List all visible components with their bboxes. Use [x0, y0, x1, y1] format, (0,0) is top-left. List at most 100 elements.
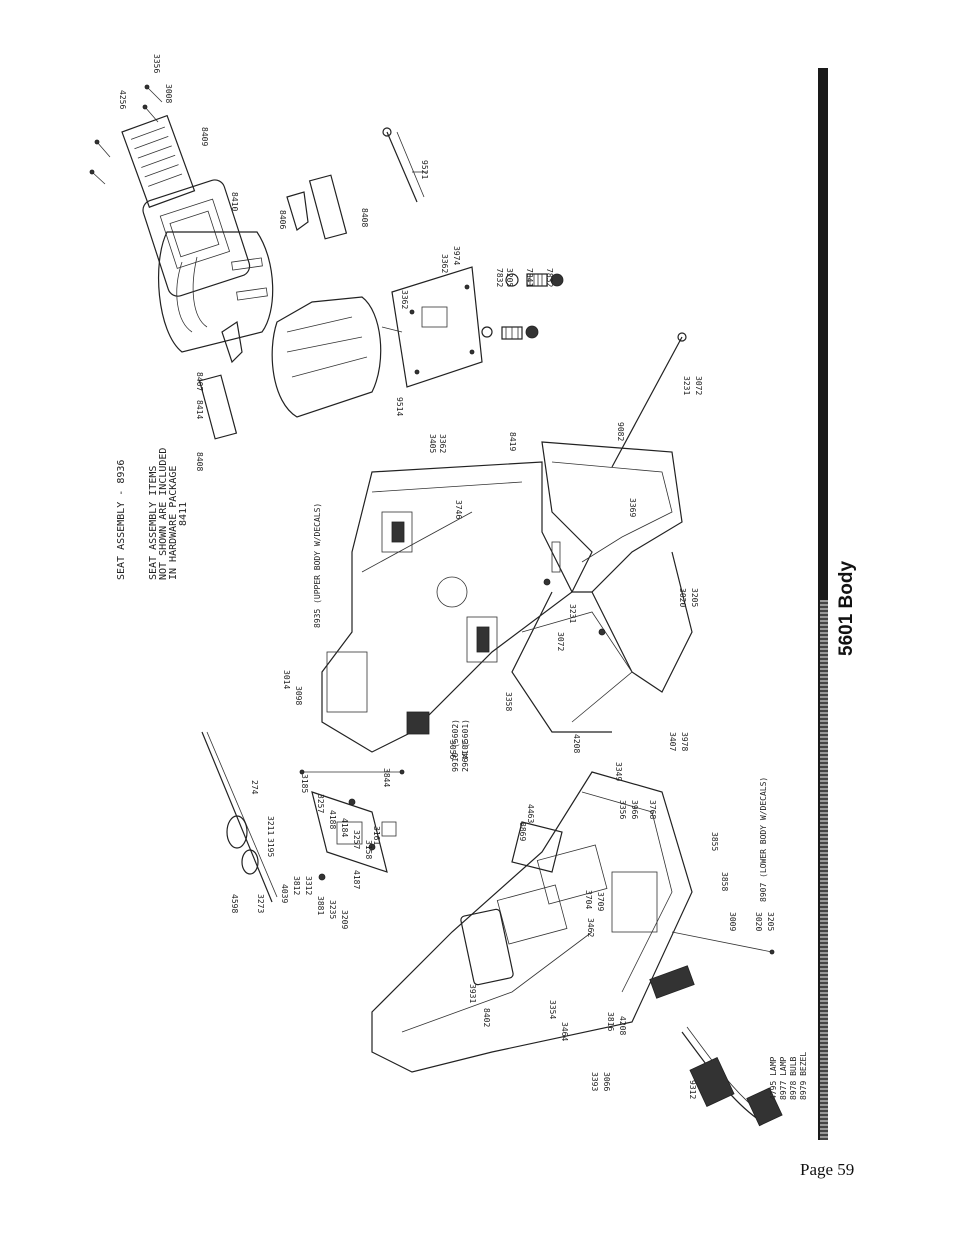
seat-spring-assembly — [481, 273, 564, 340]
part-label: 3009 — [728, 912, 737, 931]
part-label: 3746 — [454, 500, 463, 519]
armrest-left — [198, 374, 238, 440]
part-label: 3312 — [304, 876, 313, 895]
page-number: Page 59 — [800, 1160, 855, 1179]
tie-rod — [611, 336, 683, 468]
part-label: 3356 — [152, 54, 161, 73]
part-label: 4188 — [328, 810, 337, 829]
section-title: 5601 Body — [836, 560, 857, 656]
exploded-parts-diagram: 4256 3356 3008 8409 8410 8406 8408 8407 … — [89, 54, 808, 1127]
part-label: 3978 — [680, 732, 689, 751]
part-label: 8406 — [278, 210, 287, 229]
part-label: 3362 — [400, 290, 409, 309]
part-label: 3812 — [292, 876, 301, 895]
part-label: 274 — [250, 780, 259, 795]
part-label: 3844 — [382, 768, 391, 787]
lower-front-panel — [511, 591, 612, 733]
part-label: 3158 — [364, 840, 373, 859]
part-label: 9521 — [420, 160, 429, 179]
part-label: 3393 — [590, 1072, 599, 1091]
part-label: 3014 — [460, 740, 469, 759]
upper-body-shell — [321, 461, 573, 753]
armrest-bracket-right — [286, 191, 309, 231]
part-label: 3235 — [328, 900, 337, 919]
seat-back-plate — [121, 114, 196, 208]
part-label: 3462 — [586, 918, 595, 937]
part-label: 3358 — [504, 692, 513, 711]
part-label: 3858 — [720, 872, 729, 891]
body-2964-label: 2964 (5601) — [461, 719, 470, 772]
armrest-right — [308, 174, 348, 240]
part-label: 3356 — [618, 800, 627, 819]
part-label: 3273 — [256, 894, 265, 913]
seat-bottom-cushion — [271, 296, 382, 418]
part-label: 3709 — [596, 892, 605, 911]
part-label: 8410 — [230, 192, 239, 211]
lower-body — [371, 771, 783, 1127]
part-label: 4208 — [572, 734, 581, 753]
part-label: 4187 — [352, 870, 361, 889]
part-label: 3211 — [266, 816, 275, 835]
part-label: 3056 — [448, 740, 457, 759]
section-title-strip — [820, 600, 828, 1140]
part-label: 3205 — [505, 268, 514, 287]
part-label: 3816 — [606, 1012, 615, 1031]
part-label: 3768 — [648, 800, 657, 819]
armrest-bracket-left — [221, 320, 243, 364]
lamp-label-1: 4795 LAMP — [769, 1056, 778, 1100]
part-label: 3855 — [710, 832, 719, 851]
part-label: 8869 — [518, 822, 527, 841]
front-bumper-frame — [511, 332, 693, 733]
part-label: 3195 — [266, 838, 275, 857]
lower-body-shell — [371, 771, 693, 1073]
upper-body — [321, 461, 573, 753]
part-label: 3205 — [766, 912, 775, 931]
part-label: 3205 — [690, 588, 699, 607]
seat-assembly — [89, 84, 564, 440]
seat-mount-plate — [391, 266, 483, 388]
upper-body-label: 8935 (UPPER BODY W/DECALS) — [313, 503, 322, 628]
part-label: 3231 — [568, 604, 577, 623]
lamp-label-2: 8977 LAMP — [779, 1056, 788, 1100]
seat-items-note-line2: NOT SHOWN ARE INCLUDED — [158, 448, 169, 580]
footrest-pad — [460, 908, 514, 986]
part-label: 8408 — [360, 208, 369, 227]
part-label: 3362 — [438, 434, 447, 453]
part-label: 3362 — [440, 254, 449, 273]
lamp-label-3: 8978 BULB — [789, 1056, 798, 1100]
part-label: 3349 — [614, 762, 623, 781]
part-label: 3257 — [352, 830, 361, 849]
part-label: 4039 — [280, 884, 289, 903]
part-label: 4463 — [526, 804, 535, 823]
part-label: 3161 — [372, 826, 381, 845]
part-label: 3098 — [294, 686, 303, 705]
part-label: 4256 — [118, 90, 127, 109]
part-label: 3407 — [668, 732, 677, 751]
part-label: 3209 — [340, 910, 349, 929]
seat-items-note-line1: SEAT ASSEMBLY ITEMS — [148, 466, 159, 580]
part-label: 3931 — [468, 984, 477, 1003]
upper-body-panel — [326, 651, 368, 713]
part-label: 3072 — [694, 376, 703, 395]
drawing-sheet — [72, 32, 854, 1144]
part-label: 3014 — [282, 670, 291, 689]
part-labels: 4256 3356 3008 8409 8410 8406 8408 8407 … — [118, 54, 775, 1099]
lower-body-label: 8907 (LOWER BODY W/DECALS) — [759, 777, 768, 902]
seat-items-note-line4: 8411 — [178, 502, 189, 526]
hood-badge — [381, 511, 413, 553]
part-label: 4208 — [618, 1016, 627, 1035]
part-label: 3974 — [452, 246, 461, 265]
part-label: 3464 — [560, 1022, 569, 1041]
part-label: 3881 — [316, 896, 325, 915]
part-label: 3405 — [428, 434, 437, 453]
part-label: 8419 — [508, 432, 517, 451]
assembly-notes: SEAT ASSEMBLY - 8936 SEAT ASSEMBLY ITEMS… — [116, 448, 808, 1100]
control-linkage — [201, 731, 405, 903]
fuel-cap — [436, 576, 468, 608]
part-label: 3020 — [754, 912, 763, 931]
part-label: 8414 — [195, 400, 204, 419]
part-label: 3185 — [300, 774, 309, 793]
part-label: 3020 — [678, 588, 687, 607]
part-label: 4184 — [340, 818, 349, 837]
body-9910-label: 9910 (5602) — [451, 719, 460, 772]
